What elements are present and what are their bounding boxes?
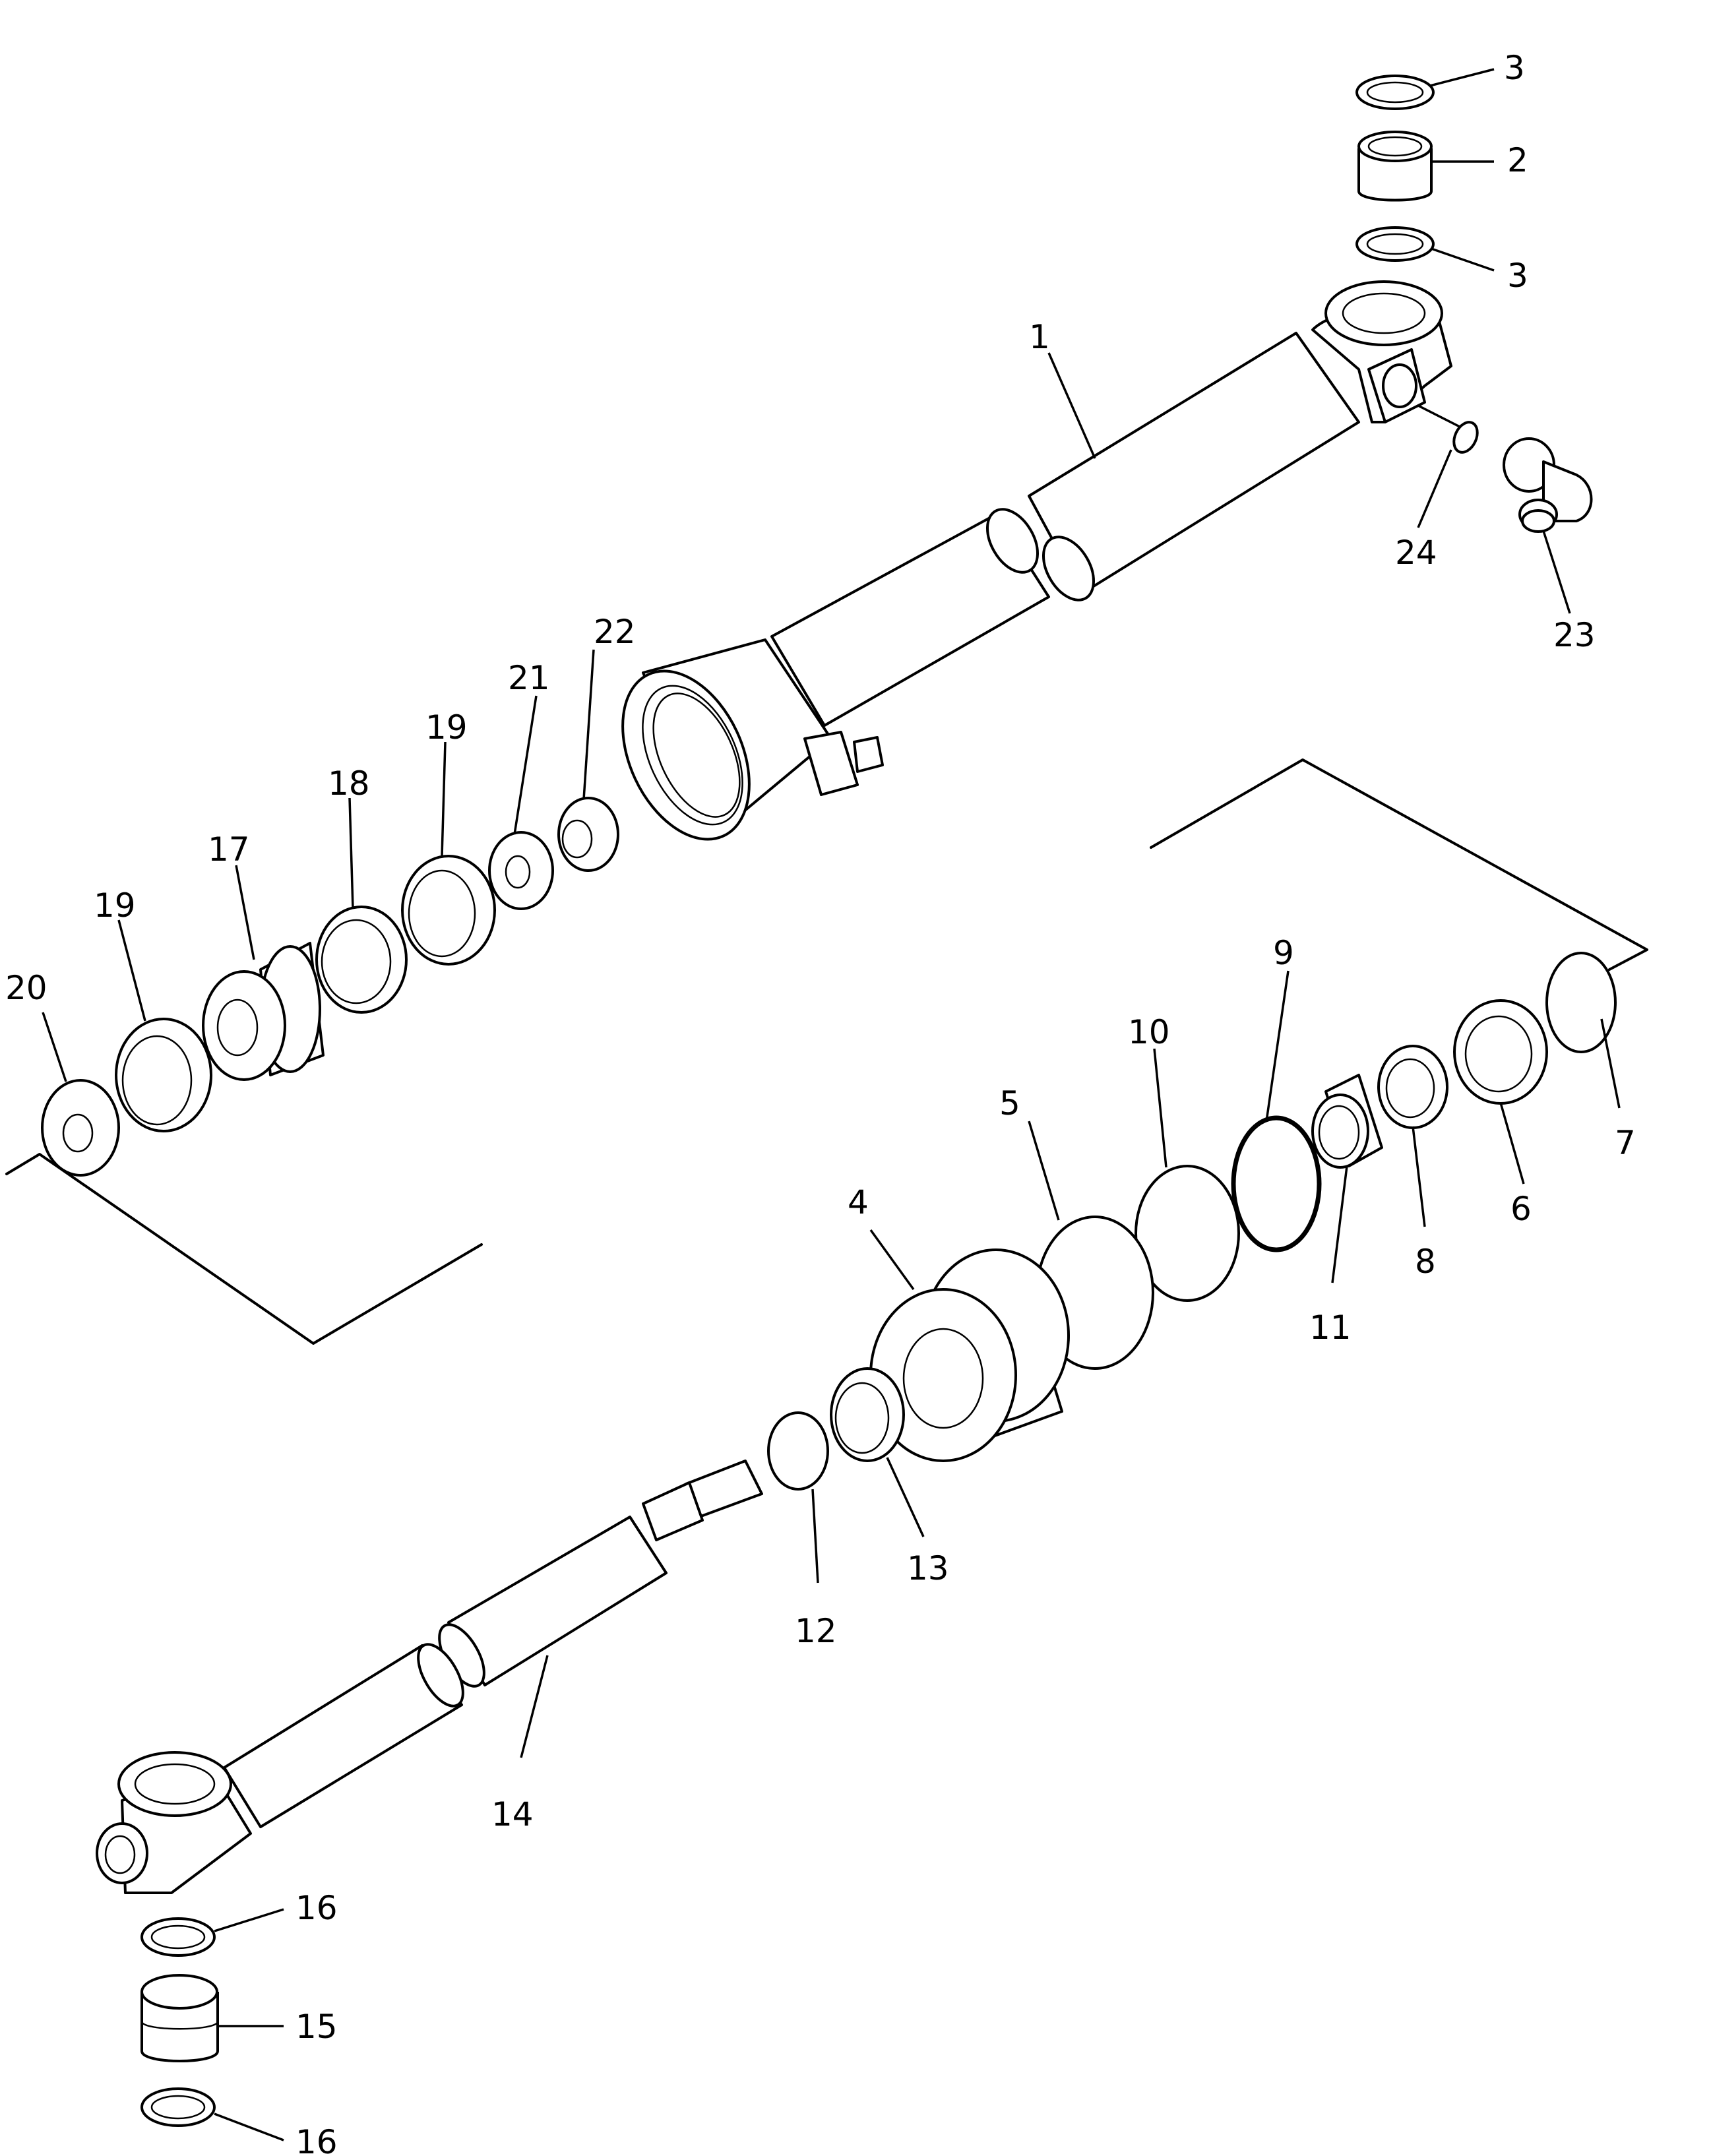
snap-ring-part-7 — [1545, 952, 1617, 1053]
label-part-24: 24 — [1395, 534, 1437, 572]
bracket-lines — [5, 758, 1648, 1345]
label-part-16b: 16 — [296, 2123, 338, 2156]
wear-ring-part-19a — [401, 855, 496, 966]
seal-part-13 — [830, 1367, 905, 1462]
label-part-19a: 19 — [425, 708, 468, 747]
label-part-19b: 19 — [94, 886, 136, 925]
split-ring-part-18 — [315, 906, 408, 1014]
o-ring-part-24 — [1452, 421, 1479, 454]
label-part-22: 22 — [594, 613, 636, 651]
washer-part-21 — [488, 831, 554, 910]
snap-ring-part-12 — [767, 1411, 829, 1491]
seal-part-16b — [140, 2087, 216, 2127]
cylinder-tube-part — [621, 280, 1452, 841]
label-part-7: 7 — [1615, 1124, 1636, 1162]
part-number-labels: 1 2 3 3 4 5 6 7 8 9 10 11 12 13 14 15 16… — [5, 49, 1636, 2156]
cylinder-head-part-4 — [869, 1248, 1070, 1462]
seal-part-3a — [1355, 75, 1435, 110]
seal-part-16a — [140, 1917, 216, 1957]
label-part-17: 17 — [208, 830, 250, 869]
label-part-6: 6 — [1510, 1190, 1532, 1228]
label-part-15: 15 — [296, 2008, 338, 2046]
nut-part-22 — [557, 797, 619, 872]
label-part-10: 10 — [1128, 1013, 1170, 1051]
piston-rod-part-14 — [96, 1460, 763, 1894]
label-part-14: 14 — [491, 1795, 534, 1833]
bushing-part-2 — [1357, 131, 1433, 202]
label-part-18: 18 — [328, 764, 370, 803]
label-part-9: 9 — [1273, 934, 1294, 972]
cap-part-20 — [41, 1079, 120, 1177]
label-part-8: 8 — [1415, 1243, 1436, 1281]
o-ring-part-9 — [1231, 1115, 1322, 1252]
wear-ring-part-19b — [115, 1018, 212, 1132]
label-part-3b: 3 — [1507, 257, 1528, 295]
label-part-20: 20 — [5, 969, 47, 1007]
label-part-3a: 3 — [1504, 49, 1525, 87]
dust-seal-part-6 — [1453, 999, 1548, 1105]
label-part-2: 2 — [1507, 141, 1528, 179]
label-part-21: 21 — [508, 659, 550, 697]
label-part-11: 11 — [1309, 1309, 1352, 1347]
elbow-fitting-part-23 — [1503, 437, 1593, 533]
piston-part-17 — [202, 942, 325, 1081]
label-part-4: 4 — [848, 1183, 869, 1221]
bushing-part-11 — [1311, 1074, 1383, 1169]
label-part-5: 5 — [999, 1084, 1020, 1123]
label-part-1: 1 — [1029, 318, 1050, 356]
backup-ring-part-10 — [1135, 1165, 1240, 1302]
label-part-12: 12 — [795, 1612, 837, 1650]
label-part-13: 13 — [907, 1549, 949, 1587]
leader-lines — [42, 68, 1621, 2141]
bushing-part-15 — [140, 1974, 219, 2062]
label-part-16a: 16 — [296, 1889, 338, 1927]
seal-part-3b — [1355, 226, 1435, 262]
rod-seal-part-8 — [1377, 1045, 1448, 1129]
label-part-23: 23 — [1553, 616, 1596, 654]
